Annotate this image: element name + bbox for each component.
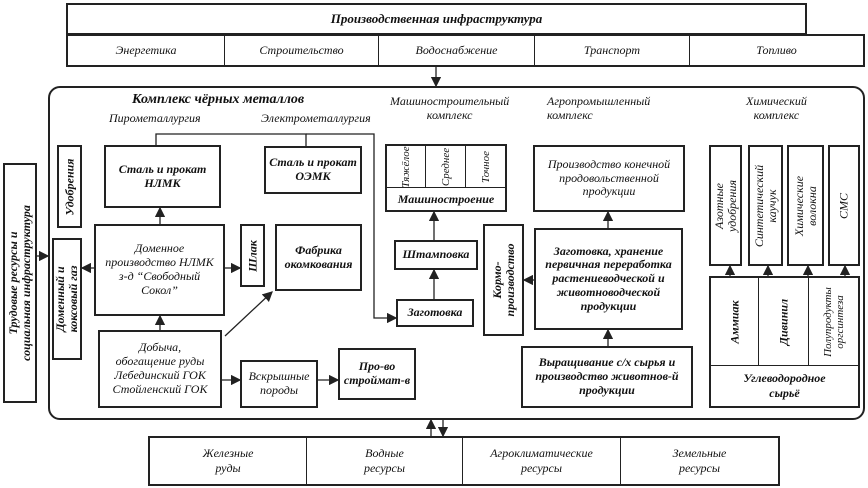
infrastructure-item: Водоснабжение xyxy=(379,36,535,65)
mining-box: Добыча, обогащение руды Лебединский ГОК … xyxy=(98,330,222,408)
resource-item: Земельные ресурсы xyxy=(672,446,727,475)
gas-label: Доменный и коксовый газ xyxy=(52,265,80,333)
growing-box: Выращивание с/х сырья и производство жив… xyxy=(521,346,693,408)
hydrocarbon-box: Аммиак Дивинил Полупродукты оргсинтеза У… xyxy=(709,276,860,408)
infrastructure-row: Энергетика Строительство Водоснабжение Т… xyxy=(66,34,865,67)
fertilizers-label: Удобрения xyxy=(61,158,76,215)
medium-machine-cell: Среднее xyxy=(426,146,466,188)
chem-title: Химический комплекс xyxy=(746,94,807,122)
processing-box: Заготовка, хранение первичная переработк… xyxy=(534,228,683,330)
resource-item: Водные ресурсы xyxy=(307,438,463,484)
blank-box: Заготовка xyxy=(396,299,474,327)
resource-item: Железные руды xyxy=(150,438,307,484)
sms-box: СМС xyxy=(828,145,860,266)
stamping-box: Штамповка xyxy=(394,240,478,270)
main-complex-frame xyxy=(48,86,865,420)
metals-title: Комплекс чёрных металлов xyxy=(132,92,305,107)
nitrogen-fertilizers-box: Азотные удобрения xyxy=(709,145,742,266)
steel-oemk-box: Сталь и прокат ОЭМК xyxy=(264,146,362,194)
divinyl-cell: Дивинил xyxy=(759,278,809,366)
pyrometallurgy-label: Пирометаллургия xyxy=(109,111,201,125)
pellet-plant-box: Фабрика окомкования xyxy=(275,224,362,291)
electrometallurgy-label: Электрометаллургия xyxy=(261,111,371,125)
machinebuilding-box: Тяжёлое Среднее Точное Машиностроение xyxy=(385,144,507,212)
blast-furnace-box: Доменное производство НЛМК з-д “Свободны… xyxy=(94,224,225,316)
machine-title: Машиностроительный комплекс xyxy=(390,94,510,122)
gas-box: Доменный и коксовый газ xyxy=(52,238,82,360)
resource-item: Агроклиматические ресурсы xyxy=(463,438,621,484)
steel-nlmk-box: Сталь и прокат НЛМК xyxy=(104,145,221,208)
infrastructure-item: Транспорт xyxy=(535,36,690,65)
labor-resources-box: Трудовые ресурсы и социальная инфраструк… xyxy=(3,163,37,403)
chemical-fibers-box: Химические волокна xyxy=(787,145,824,266)
overburden-box: Вскрышные породы xyxy=(240,360,318,408)
resources-row: Железные руды Водные ресурсы Агроклимати… xyxy=(148,436,780,486)
ammonia-cell: Аммиак xyxy=(711,278,759,366)
feed-production-label: Кормо- производство xyxy=(489,243,517,317)
agro-title: Агропромышленный комплекс xyxy=(547,94,651,122)
infrastructure-item: Топливо xyxy=(756,43,797,57)
orgsynthesis-cell: Полупродукты оргсинтеза xyxy=(809,278,858,366)
infrastructure-item: Строительство xyxy=(225,36,379,65)
machinebuilding-label: Машиностроение xyxy=(397,191,495,206)
precise-machine-cell: Точное xyxy=(466,146,505,188)
construction-materials-box: Про-во строймат-в xyxy=(338,348,416,400)
infrastructure-title: Производственная инфраструктура xyxy=(66,3,807,35)
labor-resources-label: Трудовые ресурсы и социальная инфраструк… xyxy=(5,205,33,361)
hydrocarbon-label: Углеводородное сырьё xyxy=(743,371,826,400)
heavy-machine-cell: Тяжёлое xyxy=(387,146,426,188)
feed-production-box: Кормо- производство xyxy=(483,224,524,336)
fertilizers-box: Удобрения xyxy=(57,145,82,228)
final-food-production-box: Производство конечной продовольственной … xyxy=(533,145,685,212)
slag-label: Шлак xyxy=(244,239,259,272)
infrastructure-item: Энергетика xyxy=(68,36,225,65)
synthetic-rubber-box: Синтетический каучук xyxy=(748,145,783,266)
slag-box: Шлак xyxy=(240,224,265,287)
